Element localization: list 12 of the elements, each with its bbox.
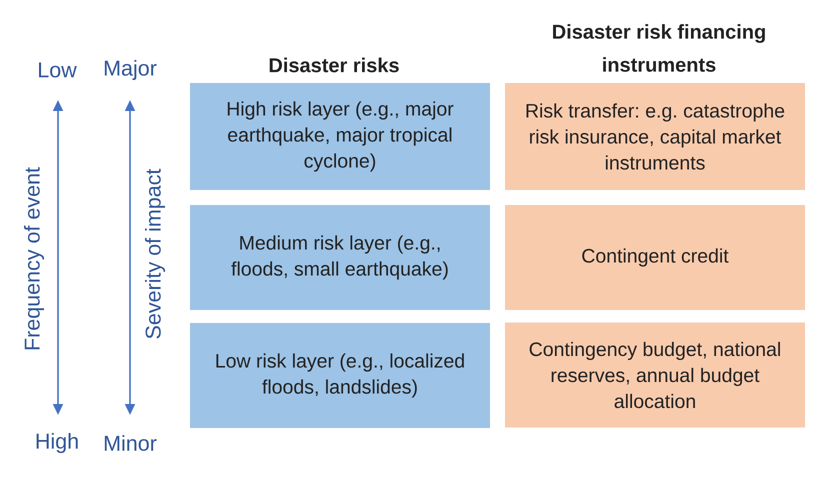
risk-layer-box: High risk layer (e.g., major earthquake, major tropical cyclone): [190, 83, 490, 190]
financing-box: Contingency budget, national reserves, annual budget allocation: [505, 322, 805, 428]
financing-box: Contingent credit: [505, 205, 805, 310]
scale-label: Minor: [104, 435, 157, 451]
axis-title: Severity of impact: [145, 168, 166, 338]
scale-label: Major: [104, 60, 157, 80]
risk-layer-box: Medium risk layer (e.g., floods, small earthquake): [190, 205, 490, 310]
axis-title: Frequency of event: [24, 167, 44, 350]
scale-label: High: [36, 433, 78, 454]
risk-layer-box: Low risk layer (e.g., localized floods, landslides): [190, 323, 490, 428]
scale-label: Low: [39, 62, 77, 78]
financing-box: Risk transfer: e.g. catastrophe risk insurance, capital market instruments: [505, 83, 805, 190]
